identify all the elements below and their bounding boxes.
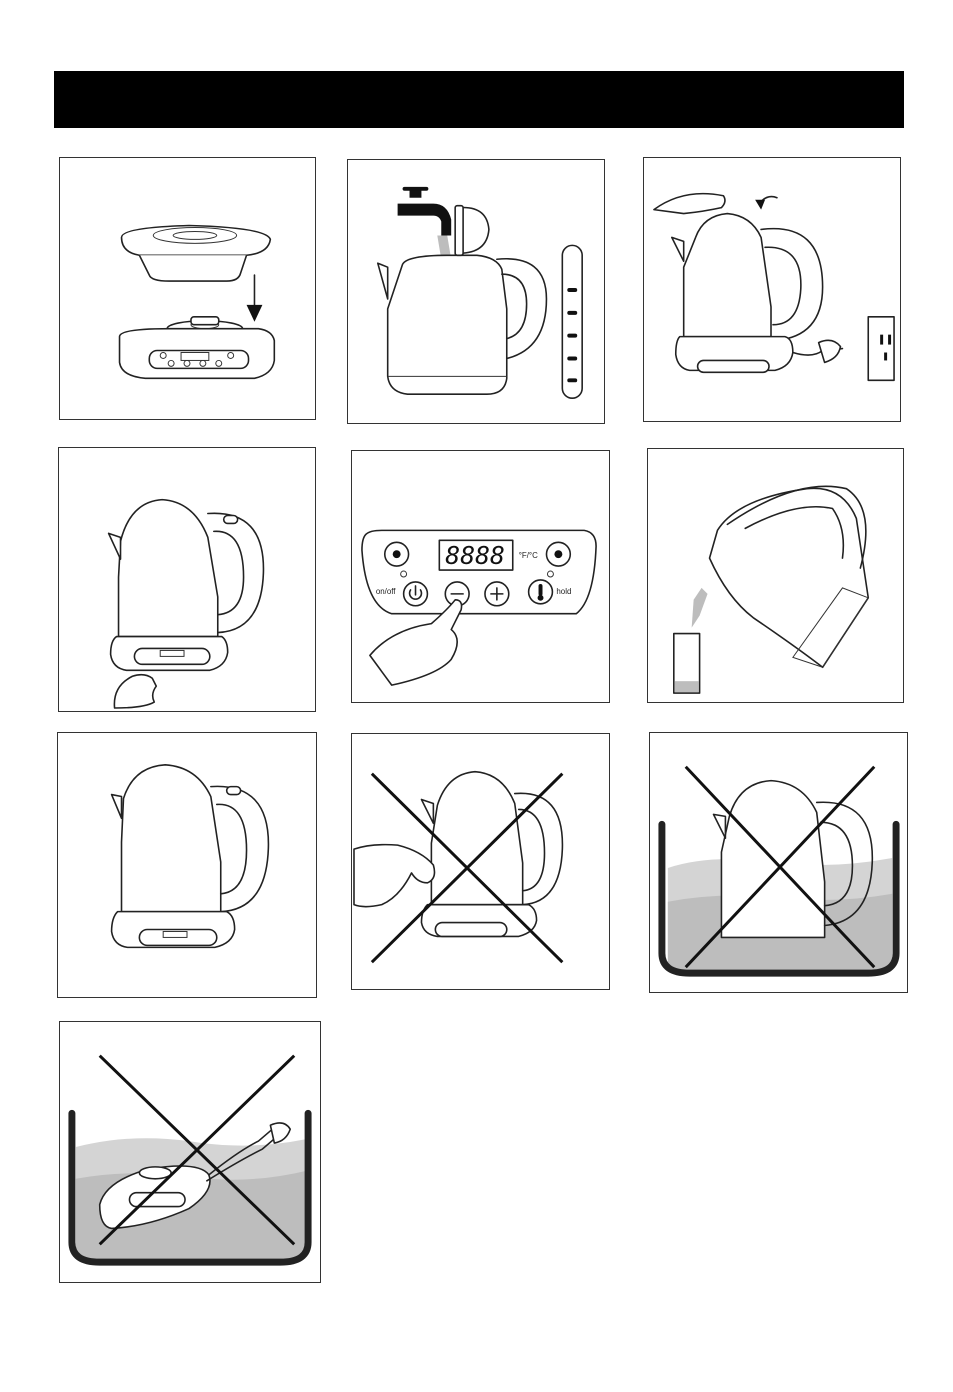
unit-label: °F/°C <box>519 551 538 560</box>
panel-fill-with-water <box>347 159 605 424</box>
panel-kettle-ready <box>57 732 317 998</box>
illustration-warning-do-not-touch <box>352 734 609 989</box>
section-header-banner <box>54 71 904 128</box>
hold-label: hold <box>556 587 571 596</box>
illustration-close-lid-and-plug <box>644 158 900 421</box>
illustration-kettle-on-base <box>58 733 316 997</box>
illustration-pour-into-glass <box>648 449 903 702</box>
onoff-label: on/off <box>376 587 396 596</box>
panel-press-button-on-base <box>58 447 316 712</box>
panel-set-temperature: 8888 °F/°C on/off hold <box>351 450 610 703</box>
panel-do-not-touch-while-hot <box>351 733 610 990</box>
illustration-fill-from-tap <box>348 160 604 423</box>
panel-do-not-immerse-base <box>59 1021 321 1283</box>
illustration-kettle-bottom-onto-base <box>60 158 315 419</box>
panel-do-not-immerse-kettle <box>649 732 908 993</box>
illustration-press-base-button <box>59 448 315 711</box>
lcd-display-digits: 8888 <box>445 541 505 570</box>
panel-pour-water <box>647 448 904 703</box>
illustration-warning-base-in-water <box>60 1022 320 1282</box>
panel-place-kettle-on-base <box>59 157 316 420</box>
illustration-control-panel: 8888 °F/°C on/off hold <box>352 451 609 702</box>
illustration-warning-kettle-in-water <box>650 733 907 992</box>
panel-close-lid-plug-in <box>643 157 901 422</box>
